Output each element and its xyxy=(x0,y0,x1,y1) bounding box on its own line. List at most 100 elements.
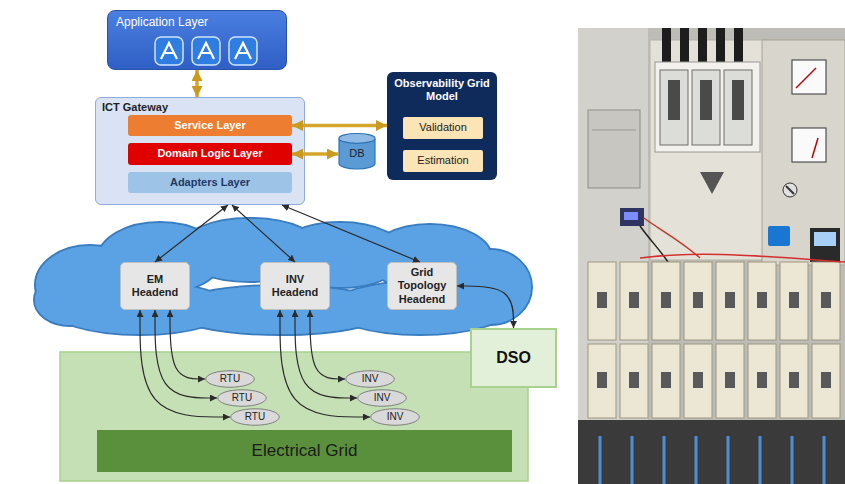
cabinet-photo xyxy=(661,372,671,388)
cabinet-photo xyxy=(791,436,794,484)
node-label: INV xyxy=(362,373,379,385)
cabinet-photo xyxy=(600,436,824,484)
app-icon xyxy=(192,37,220,65)
cabinet-photo xyxy=(812,262,840,340)
cylinder-top xyxy=(339,134,375,144)
cabinet-photo xyxy=(814,232,836,246)
cabinet-photo xyxy=(810,228,840,262)
cabinet-photo xyxy=(716,344,744,418)
ellipse-shape xyxy=(206,371,255,388)
cabinet-photo xyxy=(599,436,602,484)
cabinet-photo xyxy=(652,344,680,418)
headend-box: INV Headend xyxy=(260,262,330,310)
link-arrow xyxy=(170,310,205,379)
interface-arrow xyxy=(292,124,387,128)
link-arrow xyxy=(310,310,345,379)
grid-model-box: Observability Grid ModelValidationEstima… xyxy=(387,72,497,180)
node-label: DSO xyxy=(496,348,531,367)
node-label: DB xyxy=(349,147,364,160)
cabinet-photo xyxy=(693,372,703,388)
cabinet-photo xyxy=(624,212,638,220)
cabinet-photo xyxy=(727,436,730,484)
cabinet-photo xyxy=(663,436,666,484)
cabinet-photo xyxy=(786,186,794,194)
cabinet-photo xyxy=(631,436,634,484)
cabinet-photo xyxy=(592,130,636,131)
cabinet-photo xyxy=(748,344,776,418)
node-label: INV xyxy=(387,411,404,423)
app-icon xyxy=(155,37,183,65)
cabinet-photo xyxy=(821,292,831,308)
cabinet-photo xyxy=(661,292,671,308)
cabinet-photo xyxy=(796,68,816,88)
app-icon xyxy=(192,37,220,65)
cabinet-photo xyxy=(578,28,845,484)
network-cloud xyxy=(34,218,532,335)
node-label: EM Headend xyxy=(129,273,181,299)
cabinet-photo xyxy=(821,372,831,388)
cabinet-photo xyxy=(652,262,680,340)
cabinet-photo xyxy=(780,262,808,340)
cabinet-photo xyxy=(783,183,797,197)
node-label: Electrical Grid xyxy=(252,441,358,461)
cabinet-photo xyxy=(759,436,762,484)
cabinet-photo xyxy=(693,292,703,308)
app-icon xyxy=(198,43,214,59)
link-arrow xyxy=(155,205,228,262)
cabinet-photo xyxy=(597,372,607,388)
network-cloud xyxy=(34,218,532,335)
ellipse-shape xyxy=(346,371,395,388)
cabinet-photo xyxy=(620,262,648,340)
cabinet-photo xyxy=(748,262,776,340)
app-icon xyxy=(155,37,183,65)
cabinet-photo xyxy=(578,420,845,484)
cabinet-photo xyxy=(692,70,720,145)
cabinet-photo xyxy=(700,80,712,120)
cabinet-photo xyxy=(620,208,644,226)
link-arrow xyxy=(280,310,370,417)
cabinet-photo xyxy=(716,262,744,340)
device-ellipse: RTU xyxy=(217,389,267,407)
node-label: ICT Gateway xyxy=(102,101,168,114)
connectors xyxy=(140,70,514,417)
cabinet-photo xyxy=(812,344,840,418)
headend-box: EM Headend xyxy=(120,262,190,310)
node-label: INV xyxy=(374,392,391,404)
link-arrow xyxy=(295,310,357,398)
cabinet-photo xyxy=(588,262,840,418)
cabinet-photo xyxy=(644,218,700,258)
node-label: RTU xyxy=(220,373,240,385)
device-ellipse: INV xyxy=(370,408,420,426)
cabinet-photo xyxy=(700,172,724,194)
cabinet-photo xyxy=(588,262,616,340)
gateway-box: ICT GatewayService LayerDomain Logic Lay… xyxy=(95,97,305,205)
interface-arrow xyxy=(195,70,199,97)
link-arrow xyxy=(282,205,420,262)
cabinet-photo xyxy=(588,110,640,188)
function-box: Validation xyxy=(403,117,483,139)
layer-bar: Domain Logic Layer xyxy=(128,143,292,165)
cabinet-photo xyxy=(792,128,826,162)
cabinet-photo xyxy=(629,372,639,388)
cabinet-photo xyxy=(588,344,616,418)
cabinet-photo xyxy=(660,70,688,145)
link-arrow xyxy=(155,310,217,398)
app-icon xyxy=(161,43,177,59)
cabinet-photo xyxy=(732,80,744,120)
node-label: RTU xyxy=(232,392,252,404)
ellipse-shape xyxy=(231,409,280,426)
ellipse-shape xyxy=(371,409,420,426)
app-icon xyxy=(235,43,251,59)
cabinet-photo xyxy=(757,372,767,388)
headend-box: Grid Topology Headend xyxy=(387,262,457,310)
node-label: Grid Topology Headend xyxy=(396,266,448,306)
link-arrow xyxy=(232,205,295,262)
node-label: Observability Grid Model xyxy=(391,77,493,103)
cabinet-photo xyxy=(792,60,826,94)
cabinet-photo xyxy=(578,28,648,484)
node-label: Adapters Layer xyxy=(170,176,250,189)
cabinet-photo xyxy=(789,292,799,308)
cabinet-photo xyxy=(597,292,831,388)
node-label: Estimation xyxy=(417,154,468,167)
network-cloud xyxy=(35,275,105,325)
